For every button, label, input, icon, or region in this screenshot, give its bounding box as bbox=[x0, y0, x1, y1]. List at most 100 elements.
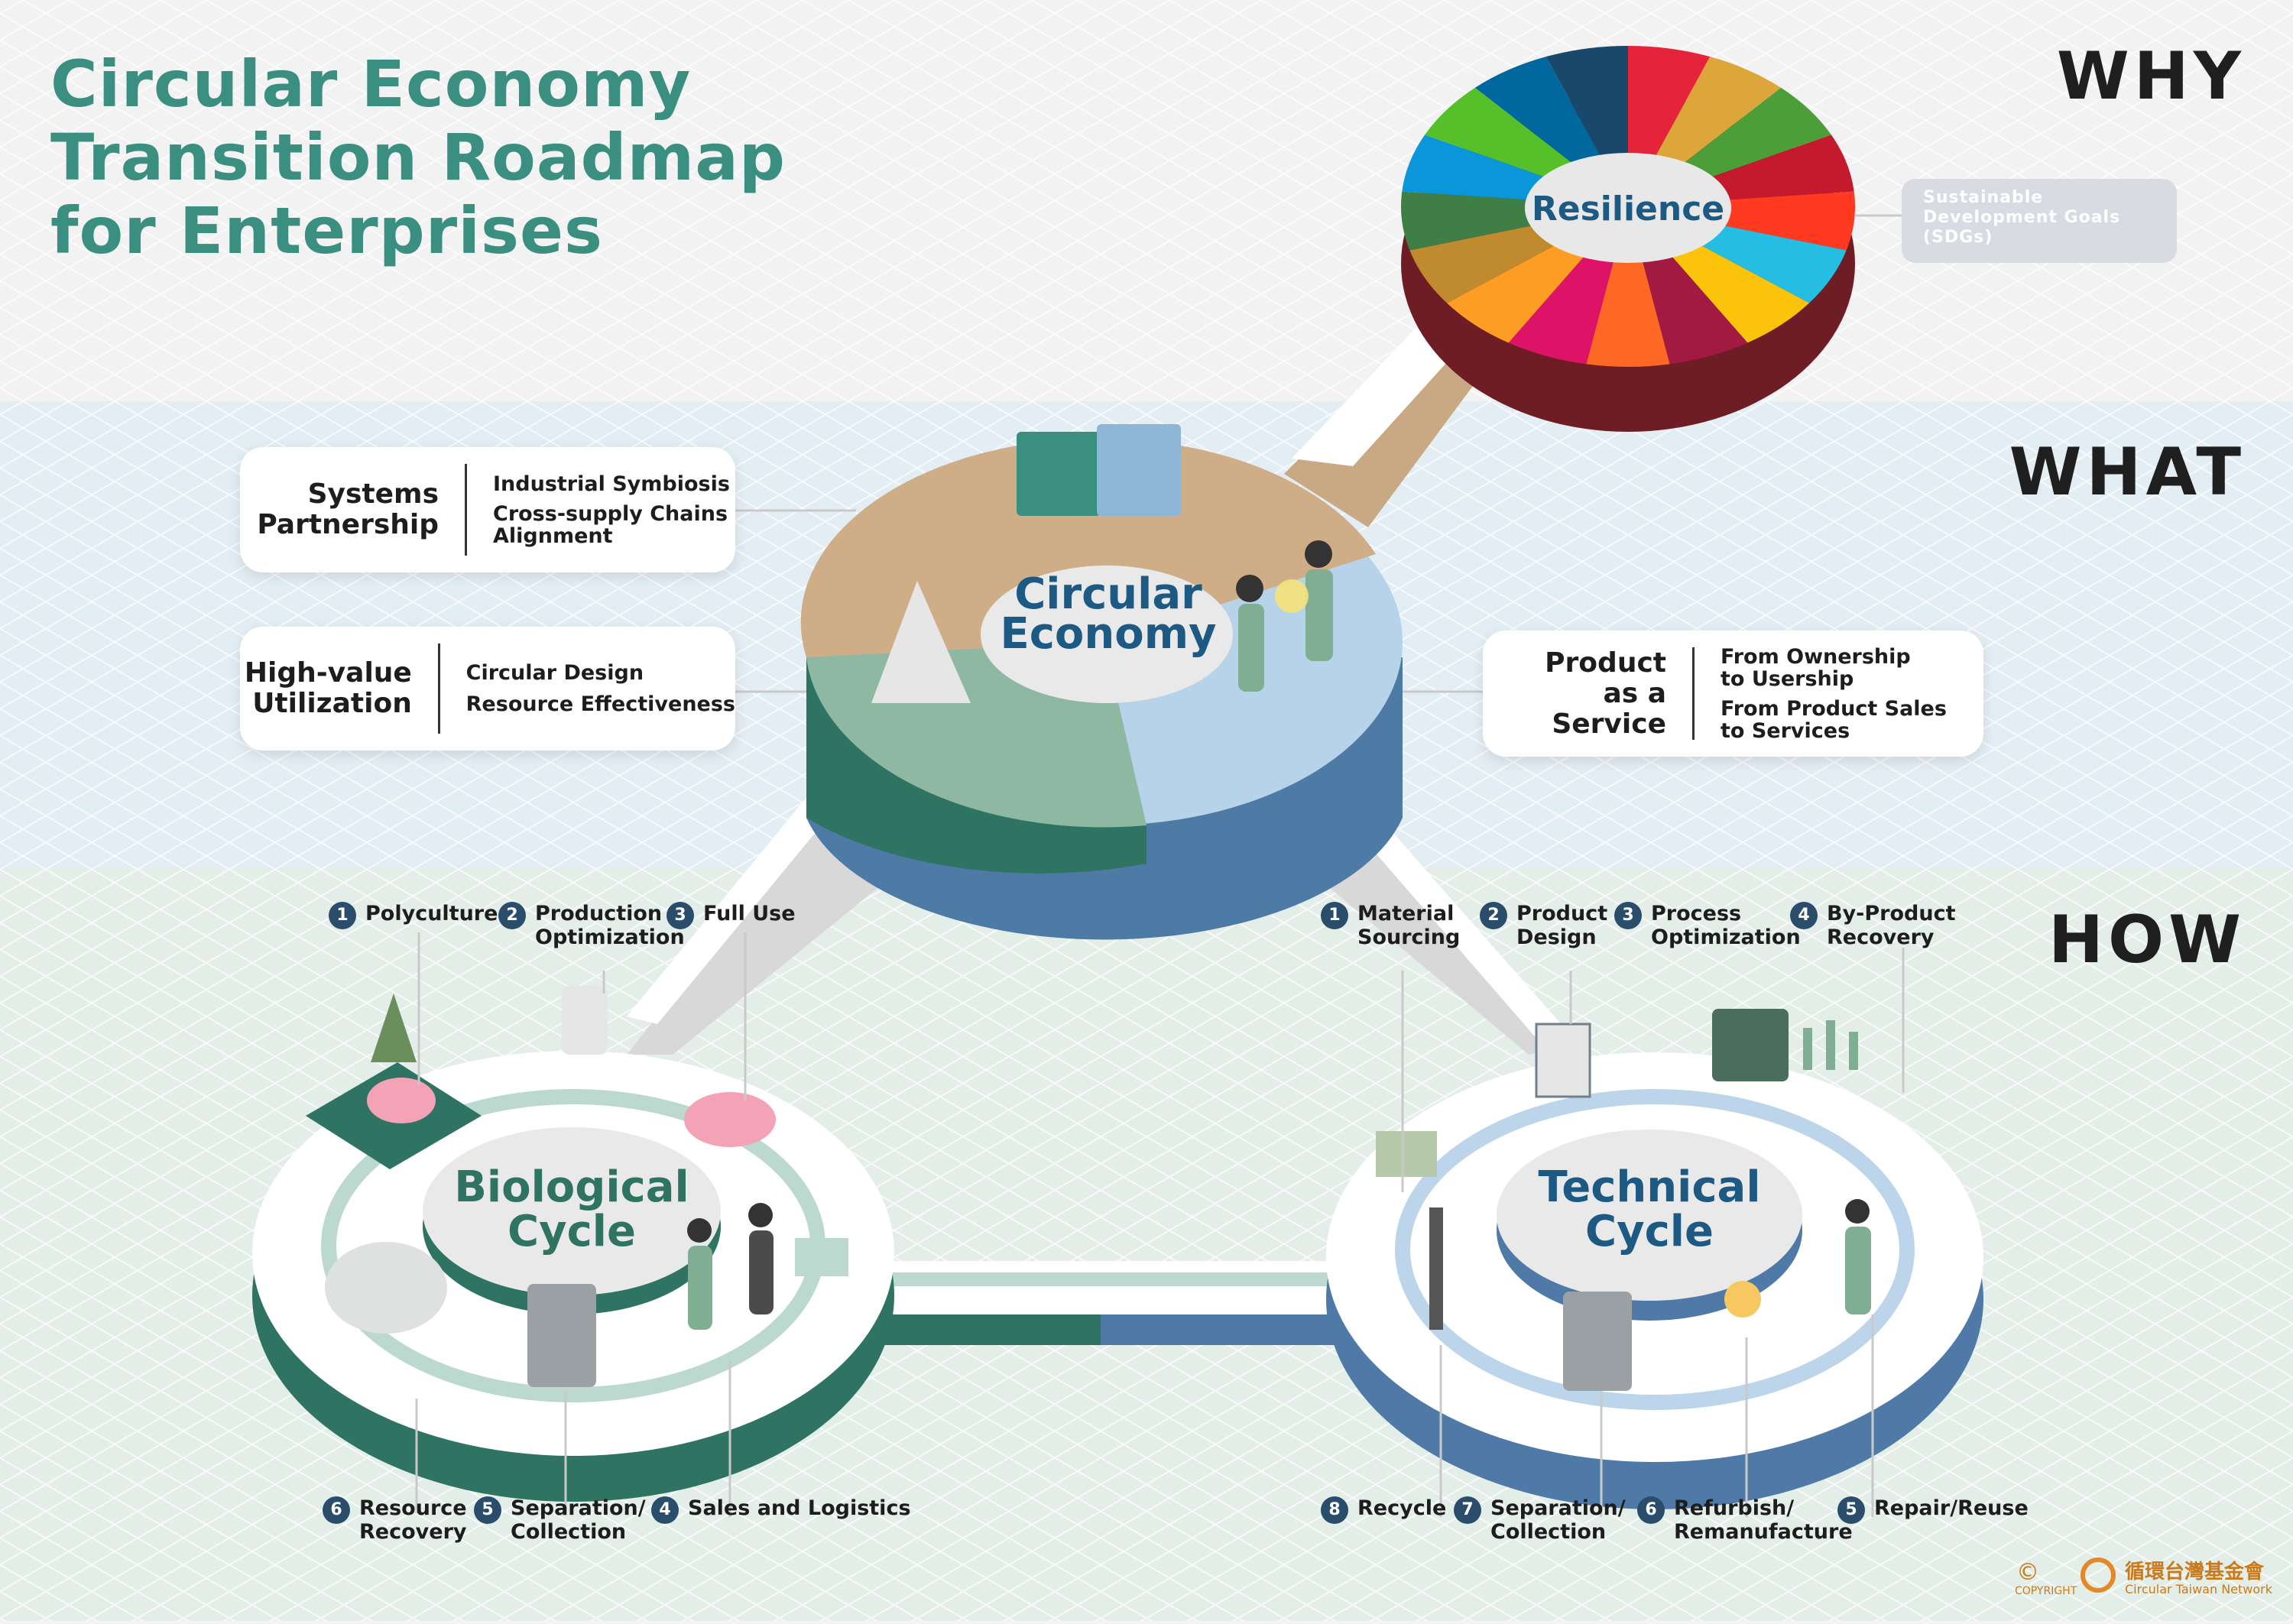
step-label-line: Sales and Logistics bbox=[688, 1496, 911, 1520]
package-box-icon bbox=[795, 1238, 848, 1276]
step-label-line: By-Product bbox=[1827, 902, 1956, 925]
title-line: for Enterprises bbox=[50, 193, 603, 268]
product-design-board-icon bbox=[1535, 1023, 1591, 1098]
pig-icon bbox=[684, 1092, 776, 1147]
level-how: HOW bbox=[2048, 902, 2246, 978]
trash-bin-icon bbox=[1563, 1292, 1632, 1391]
step-label-line: Product bbox=[1516, 902, 1608, 925]
cycle-bridge bbox=[825, 1261, 1406, 1345]
circular-economy-label-line: Circular bbox=[1014, 569, 1202, 619]
card-systems-partnership: Systems Partnership Industrial Symbiosis… bbox=[240, 447, 735, 572]
step-label-line: Separation/ bbox=[1490, 1496, 1626, 1520]
circular-economy-label: Circular Economy bbox=[986, 569, 1231, 659]
step-number-badge: 6 bbox=[323, 1496, 350, 1524]
tech-step-separation-collection: 7 Separation/ Collection bbox=[1454, 1496, 1626, 1544]
robot-arm-icon bbox=[1429, 1207, 1443, 1330]
step-label-line: Sourcing bbox=[1357, 925, 1461, 949]
sdg-note-line: (SDGs) bbox=[1923, 228, 1993, 247]
card-divider bbox=[1692, 647, 1695, 740]
biological-label-line: Cycle bbox=[508, 1207, 636, 1256]
card-item: Circular Design bbox=[465, 661, 644, 685]
card-item: From Ownership bbox=[1721, 644, 1911, 669]
sdg-note-line: Sustainable bbox=[1923, 188, 2044, 207]
step-label-line: Separation/ bbox=[511, 1496, 646, 1520]
step-label-line: Full Use bbox=[703, 902, 796, 925]
sdg-note: Sustainable Development Goals (SDGs) bbox=[1902, 179, 2177, 263]
step-number-badge: 4 bbox=[651, 1496, 679, 1524]
bio-step-separation-collection: 5 Separation/ Collection bbox=[474, 1496, 646, 1544]
biological-cycle-disk bbox=[252, 986, 894, 1502]
puzzle-icon bbox=[1097, 424, 1181, 516]
step-label-line: Process bbox=[1651, 902, 1742, 925]
card-item: Cross-supply Chains bbox=[493, 501, 728, 526]
page-title: Circular Economy Transition Roadmap for … bbox=[50, 47, 786, 267]
step-number-badge: 1 bbox=[1321, 902, 1348, 929]
step-label-line: Production bbox=[535, 902, 663, 925]
recycling-cone-icon bbox=[871, 581, 971, 703]
circular-economy-platform bbox=[800, 424, 1403, 940]
copyright-icon: © bbox=[2016, 1559, 2039, 1586]
step-label-line: Design bbox=[1516, 925, 1597, 949]
trash-bin-icon bbox=[527, 1284, 596, 1387]
card-lead: High-value Utilization bbox=[240, 658, 438, 719]
step-number-badge: 2 bbox=[1480, 902, 1507, 929]
tree-icon bbox=[371, 994, 417, 1062]
step-number-badge: 5 bbox=[1837, 1496, 1865, 1524]
tech-step-recycle: 8 Recycle bbox=[1321, 1496, 1446, 1524]
bio-step-production-optimization: 2 Production Optimization bbox=[498, 902, 685, 949]
card-divider bbox=[465, 464, 467, 556]
step-number-badge: 2 bbox=[498, 902, 526, 929]
bio-step-full-use: 3 Full Use bbox=[666, 902, 796, 929]
tech-step-by-product-recovery: 4 By-Product Recovery bbox=[1790, 902, 1956, 949]
biological-label-line: Biological bbox=[454, 1162, 689, 1212]
org-name-en: Circular Taiwan Network bbox=[2125, 1582, 2272, 1596]
technical-label-line: Technical bbox=[1538, 1162, 1761, 1212]
bio-step-sales-logistics: 4 Sales and Logistics bbox=[651, 1496, 911, 1524]
step-number-badge: 8 bbox=[1321, 1496, 1348, 1524]
tech-step-material-sourcing: 1 Material Sourcing bbox=[1321, 902, 1460, 949]
tech-step-product-design: 2 Product Design bbox=[1480, 902, 1607, 949]
title-line: Circular Economy bbox=[50, 47, 692, 122]
technical-label-line: Cycle bbox=[1585, 1207, 1714, 1256]
step-number-badge: 1 bbox=[329, 902, 356, 929]
tech-step-repair-reuse: 5 Repair/Reuse bbox=[1837, 1496, 2029, 1524]
step-label-line: Resource bbox=[359, 1496, 467, 1520]
person-icon bbox=[1236, 575, 1263, 602]
card-items: From Ownership to Usership From Product … bbox=[1695, 646, 1947, 742]
step-label-line: Optimization bbox=[535, 925, 685, 949]
step-label-line: Collection bbox=[1490, 1520, 1607, 1544]
step-label-line: Collection bbox=[511, 1520, 627, 1544]
leader-lines bbox=[415, 214, 1905, 1517]
person-icon bbox=[1305, 540, 1332, 568]
resilience-sdg-wheel bbox=[1400, 46, 1856, 432]
biological-hub bbox=[423, 1127, 721, 1295]
resilience-label: Resilience bbox=[1531, 190, 1725, 229]
technical-cycle-disk bbox=[1326, 1009, 1983, 1509]
card-lead: Systems Partnership bbox=[240, 479, 465, 540]
card-items: Circular Design Resource Effectiveness bbox=[440, 662, 735, 715]
person-icon bbox=[687, 1218, 712, 1243]
sdg-wedge bbox=[1586, 206, 1670, 367]
title-line: Transition Roadmap bbox=[50, 120, 786, 195]
tech-step-refurbish-remanufacture: 6 Refurbish/ Remanufacture bbox=[1637, 1496, 1853, 1544]
step-number-badge: 3 bbox=[1614, 902, 1642, 929]
step-number-badge: 7 bbox=[1454, 1496, 1481, 1524]
technical-hub bbox=[1497, 1130, 1802, 1301]
step-label-line: Refurbish/ bbox=[1674, 1496, 1795, 1520]
org-logo-icon bbox=[2081, 1558, 2116, 1593]
material-box-icon bbox=[1376, 1131, 1437, 1177]
step-label-line: Recovery bbox=[1827, 925, 1935, 949]
card-item: Industrial Symbiosis bbox=[493, 472, 730, 496]
puzzle-icon bbox=[1017, 432, 1101, 516]
step-label-line: Recycle bbox=[1357, 1496, 1447, 1520]
upward-arrows-icon bbox=[1803, 1020, 1858, 1070]
step-label-line: Remanufacture bbox=[1674, 1520, 1853, 1544]
level-what: WHAT bbox=[2009, 434, 2246, 511]
card-lead-line: Product bbox=[1545, 647, 1666, 679]
step-number-badge: 5 bbox=[474, 1496, 501, 1524]
card-high-value-utilization: High-value Utilization Circular Design R… bbox=[240, 627, 735, 750]
lightbulb-icon bbox=[1275, 579, 1309, 613]
biodigester-icon bbox=[325, 1242, 447, 1334]
circular-economy-label-line: Economy bbox=[1000, 609, 1217, 659]
